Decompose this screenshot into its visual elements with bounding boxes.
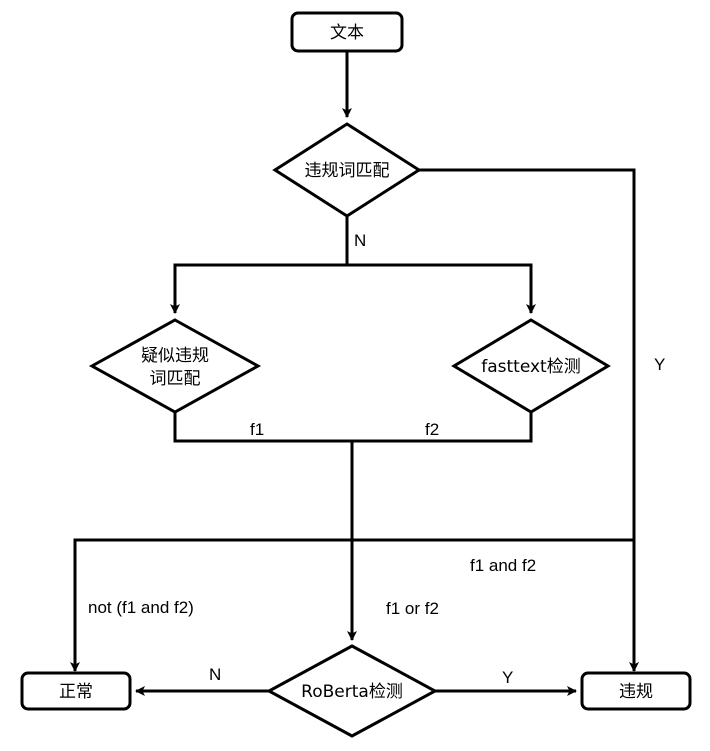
edge-split-to-normal xyxy=(70,538,634,672)
edge-label-match-yes: Y xyxy=(654,355,665,374)
node-roberta-label: RoBerta检测 xyxy=(301,682,403,702)
edge-label-f1-or-f2: f1 or f2 xyxy=(386,599,439,618)
node-normal-label: 正常 xyxy=(59,682,93,702)
edge-suspected-merge xyxy=(173,412,533,443)
node-normal: 正常 xyxy=(20,671,132,711)
node-suspected-match-label-line1: 疑似违规 xyxy=(141,346,209,366)
node-text: 文本 xyxy=(290,11,404,53)
edge-label-roberta-yes: Y xyxy=(502,668,513,687)
node-violation: 违规 xyxy=(580,671,692,711)
edge-match-no-branch xyxy=(170,216,349,314)
edge-label-f1: f1 xyxy=(250,420,264,439)
edge-label-f1-and-f2: f1 and f2 xyxy=(470,556,536,575)
edge-match-to-violation xyxy=(419,168,639,672)
node-roberta: RoBerta检测 xyxy=(265,644,439,738)
edge-label-match-no: N xyxy=(354,231,366,250)
edge-label-not-f1-and-f2: not (f1 and f2) xyxy=(88,598,194,617)
node-violation-match-label: 违规词匹配 xyxy=(305,161,390,181)
edge-label-f2: f2 xyxy=(425,420,439,439)
node-fasttext-label: fasttext检测 xyxy=(481,357,580,377)
edge-match-no-to-fasttext xyxy=(347,263,536,314)
edge-label-roberta-no: N xyxy=(209,665,221,684)
node-suspected-match: 疑似违规 词匹配 xyxy=(88,318,262,414)
node-suspected-match-label-line2: 词匹配 xyxy=(150,369,201,389)
node-text-label: 文本 xyxy=(330,23,364,43)
node-fasttext: fasttext检测 xyxy=(451,318,611,414)
node-violation-match: 违规词匹配 xyxy=(272,122,422,218)
node-violation-label: 违规 xyxy=(619,682,653,702)
